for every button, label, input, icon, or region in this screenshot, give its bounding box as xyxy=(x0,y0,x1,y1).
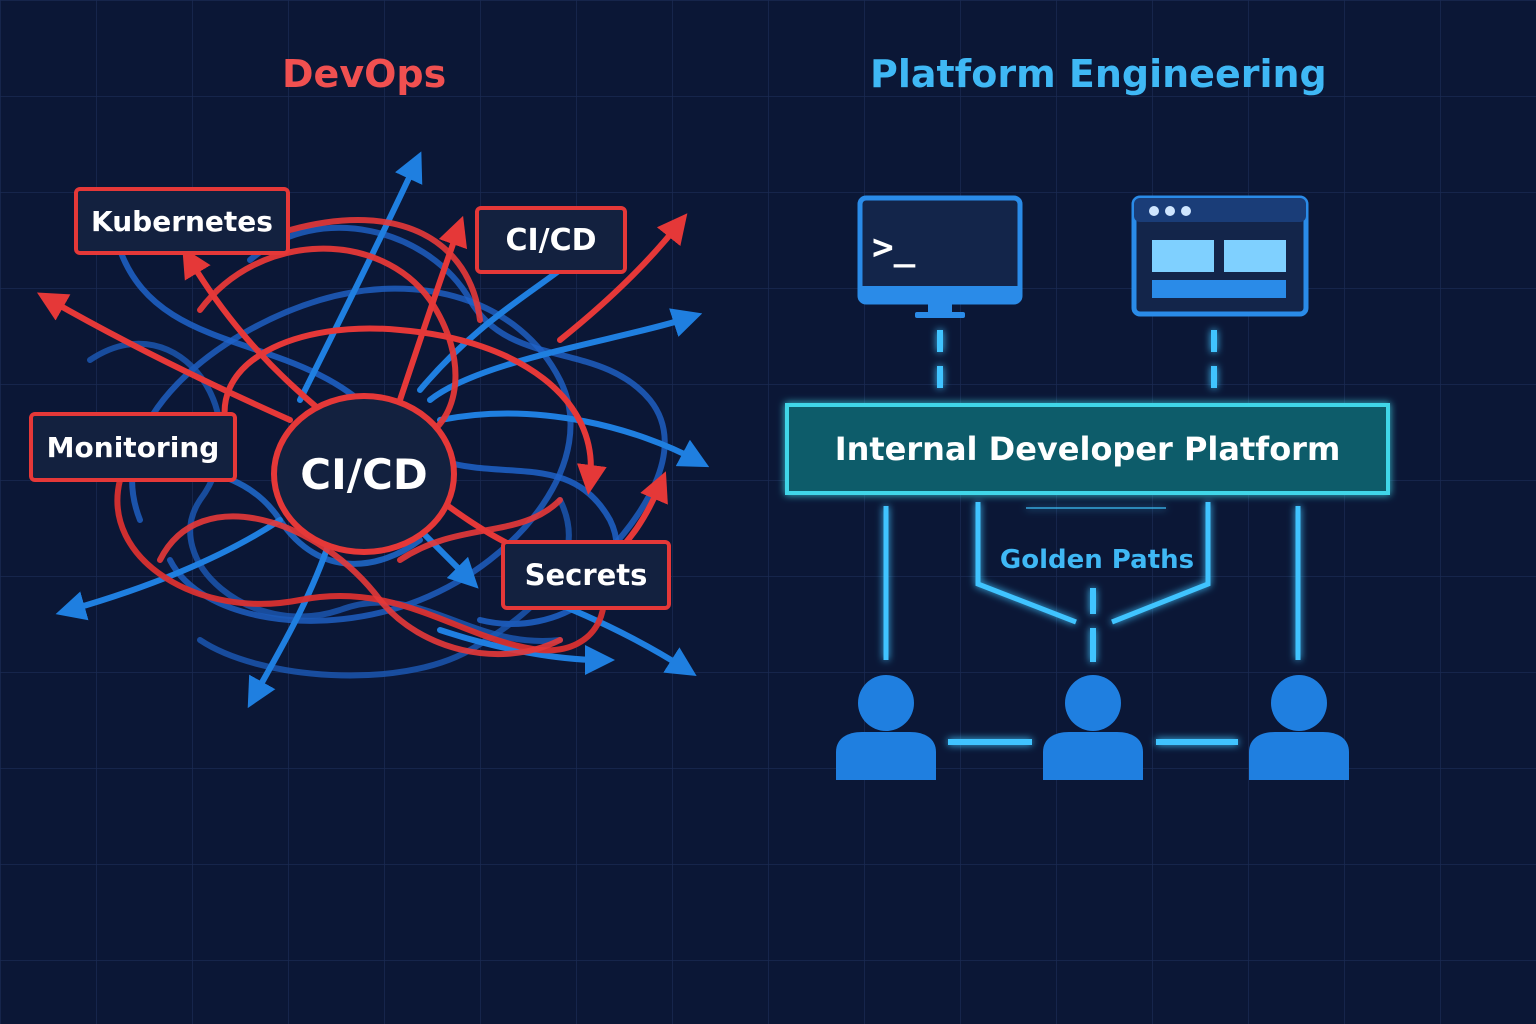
cicd-center-label: CI/CD xyxy=(300,449,428,499)
secrets-box xyxy=(501,540,671,610)
icon-connectors xyxy=(937,330,1217,396)
secrets-label: Secrets xyxy=(524,558,648,592)
terminal-prompt: >_ xyxy=(872,226,916,268)
kubernetes-label: Kubernetes xyxy=(91,204,273,238)
devops-title: DevOps xyxy=(282,52,447,96)
monitoring-box xyxy=(29,412,237,482)
cicd-top-box xyxy=(475,206,627,274)
cicd-center-node xyxy=(271,393,457,555)
cicd-top-label: CI/CD xyxy=(505,222,597,258)
user-icon xyxy=(1249,675,1349,780)
kubernetes-box xyxy=(74,187,290,255)
internal-developer-platform-bar xyxy=(785,403,1390,495)
platform-label: Internal Developer Platform xyxy=(834,430,1341,468)
platform-engineering-title: Platform Engineering xyxy=(870,52,1327,96)
terminal-icon xyxy=(857,195,1023,318)
user-icon xyxy=(836,675,936,780)
golden-path-lines xyxy=(883,502,1301,745)
monitoring-label: Monitoring xyxy=(46,430,220,464)
tangled-connections xyxy=(36,151,710,709)
golden-paths-label: Golden Paths xyxy=(999,545,1195,575)
user-icon xyxy=(1043,675,1143,780)
dashboard-window-icon xyxy=(1131,195,1309,317)
